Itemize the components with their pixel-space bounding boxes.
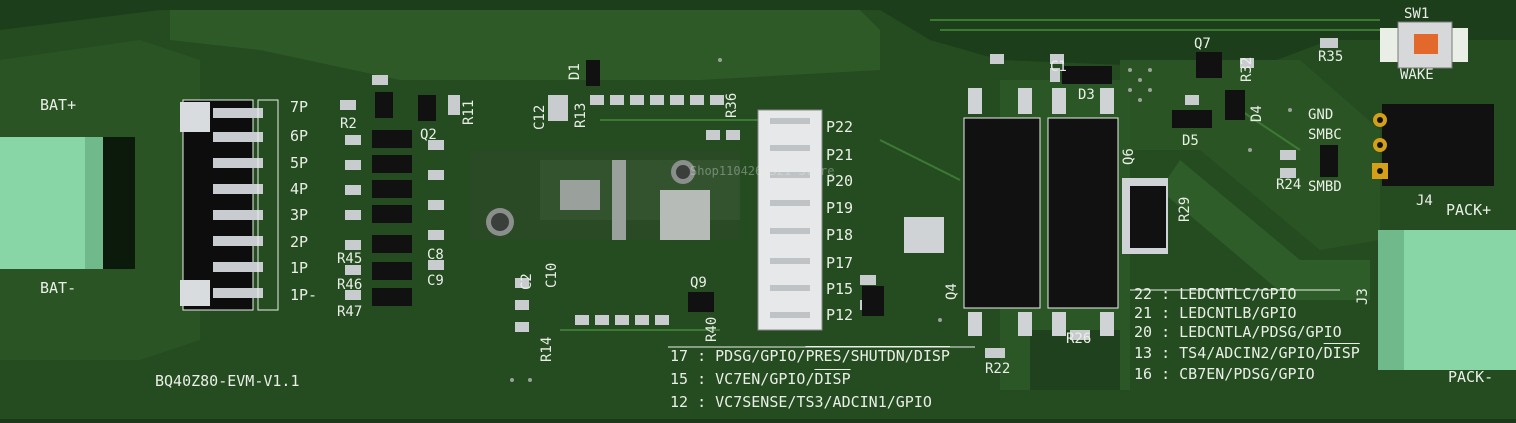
header-pin-label: P22 — [826, 118, 854, 136]
pin-legend-line: 21 : LEDCNTLB/GPIO — [1134, 304, 1297, 322]
cell-tap-label: 3P — [290, 206, 309, 224]
pin-legend-line: 12 : VC7SENSE/TS3/ADCIN1/GPIO — [670, 393, 932, 411]
j4-pin-label: SMBC — [1308, 127, 1342, 143]
header-pin-label: P18 — [826, 226, 854, 244]
ref-label: Q4 — [944, 283, 960, 300]
pin-legend-text: LEDCNTLB/GPIO — [1179, 304, 1297, 322]
j4-ref-label: J4 — [1416, 193, 1433, 209]
ref-label: R29 — [1177, 196, 1193, 222]
pin-legend-num: 21 — [1134, 304, 1153, 322]
wake-label: WAKE — [1400, 67, 1434, 83]
pin-legend-text: CB7EN/PDSG/GPIO — [1179, 365, 1315, 383]
header-pin-label: P15 — [826, 280, 854, 298]
ref-label: R26 — [1066, 331, 1092, 347]
bat-minus-label: BAT- — [40, 279, 77, 297]
ref-label: R46 — [337, 277, 363, 293]
cell-tap-label: 2P — [290, 233, 309, 251]
pin-legend-line: 15 : VC7EN/GPIO/DISP — [670, 370, 851, 388]
ref-label: D5 — [1182, 133, 1199, 149]
ref-label: Q2 — [420, 127, 437, 143]
ref-label: C10 — [544, 262, 560, 288]
pin-legend-text: LEDCNTLC/GPIO — [1179, 285, 1297, 303]
ref-label: R40 — [704, 316, 720, 342]
pin-legend-line: 16 : CB7EN/PDSG/GPIO — [1134, 365, 1315, 383]
pin-legend-line: 17 : PDSG/GPIO/PRES/SHUTDN/DISP — [670, 347, 950, 365]
ref-label: C8 — [427, 247, 444, 263]
sw1-ref-label: SW1 — [1404, 6, 1430, 22]
header-pin-label: P20 — [826, 172, 854, 190]
header-pin-label: P12 — [826, 306, 854, 324]
pin-legend-line: 20 : LEDCNTLA/PDSG/GPIO — [1134, 323, 1342, 341]
j4-pin-label: SMBD — [1308, 179, 1342, 195]
pin-legend-num: 12 — [670, 393, 689, 411]
ref-label: D3 — [1078, 87, 1095, 103]
board-name-label: BQ40Z80-EVM-V1.1 — [155, 372, 300, 390]
pin-legend-text: TS4/ADCIN2/GPIO/ — [1179, 344, 1324, 362]
pin-legend-num: 15 — [670, 370, 689, 388]
pin-legend-num: 22 — [1134, 285, 1153, 303]
cell-tap-label: 6P — [290, 127, 309, 145]
pin-legend-num: 20 — [1134, 323, 1153, 341]
cell-tap-label: 5P — [290, 154, 309, 172]
ref-label: D4 — [1249, 105, 1265, 122]
cell-tap-label: 1P — [290, 259, 309, 277]
ref-label: R13 — [573, 102, 589, 128]
ref-label: C2 — [519, 273, 535, 290]
ref-label: R14 — [539, 336, 555, 362]
ref-label: R35 — [1318, 49, 1344, 65]
ref-label: R11 — [461, 99, 477, 125]
ref-label: D1 — [567, 63, 583, 80]
pin-legend-num: 17 — [670, 347, 689, 365]
pin-legend-num: 16 — [1134, 365, 1153, 383]
pin-legend-num: 13 — [1134, 344, 1153, 362]
cell-tap-label: 1P- — [290, 286, 318, 304]
ref-label: R24 — [1276, 177, 1302, 193]
ref-label: C9 — [427, 273, 444, 289]
ref-label: C12 — [532, 104, 548, 130]
ref-label: R2 — [340, 116, 357, 132]
ref-label: Q7 — [1194, 36, 1211, 52]
header-pin-label: P21 — [826, 146, 854, 164]
ref-label: R45 — [337, 251, 363, 267]
watermark-text: Shop1104263521 Store — [690, 164, 835, 178]
pin-legend-text: PDSG/GPIO/ — [715, 347, 806, 365]
pin-legend-line: 22 : LEDCNTLC/GPIO — [1134, 285, 1297, 303]
pin-legend-overbar: DISP — [1323, 344, 1360, 362]
pin-legend-line: 13 : TS4/ADCIN2/GPIO/DISP — [1134, 344, 1360, 362]
ref-label: R36 — [724, 92, 740, 118]
ref-label: C1 — [1050, 59, 1067, 75]
cell-tap-label: 4P — [290, 180, 309, 198]
pack-plus-label: PACK+ — [1446, 201, 1492, 219]
pin-legend-overbar: PRES/SHUTDN/DISP — [805, 347, 950, 365]
cell-tap-label: 7P — [290, 98, 309, 116]
header-pin-label: P17 — [826, 254, 854, 272]
ref-label: R22 — [985, 361, 1011, 377]
pin-legend-text: VC7EN/GPIO/ — [715, 370, 815, 388]
j3-ref-label: J3 — [1355, 288, 1371, 305]
j4-pin-label: GND — [1308, 107, 1334, 123]
pin-legend-text: LEDCNTLA/PDSG/GPIO — [1179, 323, 1342, 341]
pin-legend-overbar: DISP — [814, 370, 851, 388]
pin-legend-text: VC7SENSE/TS3/ADCIN1/GPIO — [715, 393, 932, 411]
ref-label: Q6 — [1121, 148, 1137, 165]
bat-plus-label: BAT+ — [40, 96, 77, 114]
ref-label: R32 — [1239, 56, 1255, 82]
ref-label: R47 — [337, 304, 363, 320]
header-pin-label: P19 — [826, 199, 854, 217]
pack-minus-label: PACK- — [1448, 368, 1494, 386]
ref-label: Q9 — [690, 275, 707, 291]
